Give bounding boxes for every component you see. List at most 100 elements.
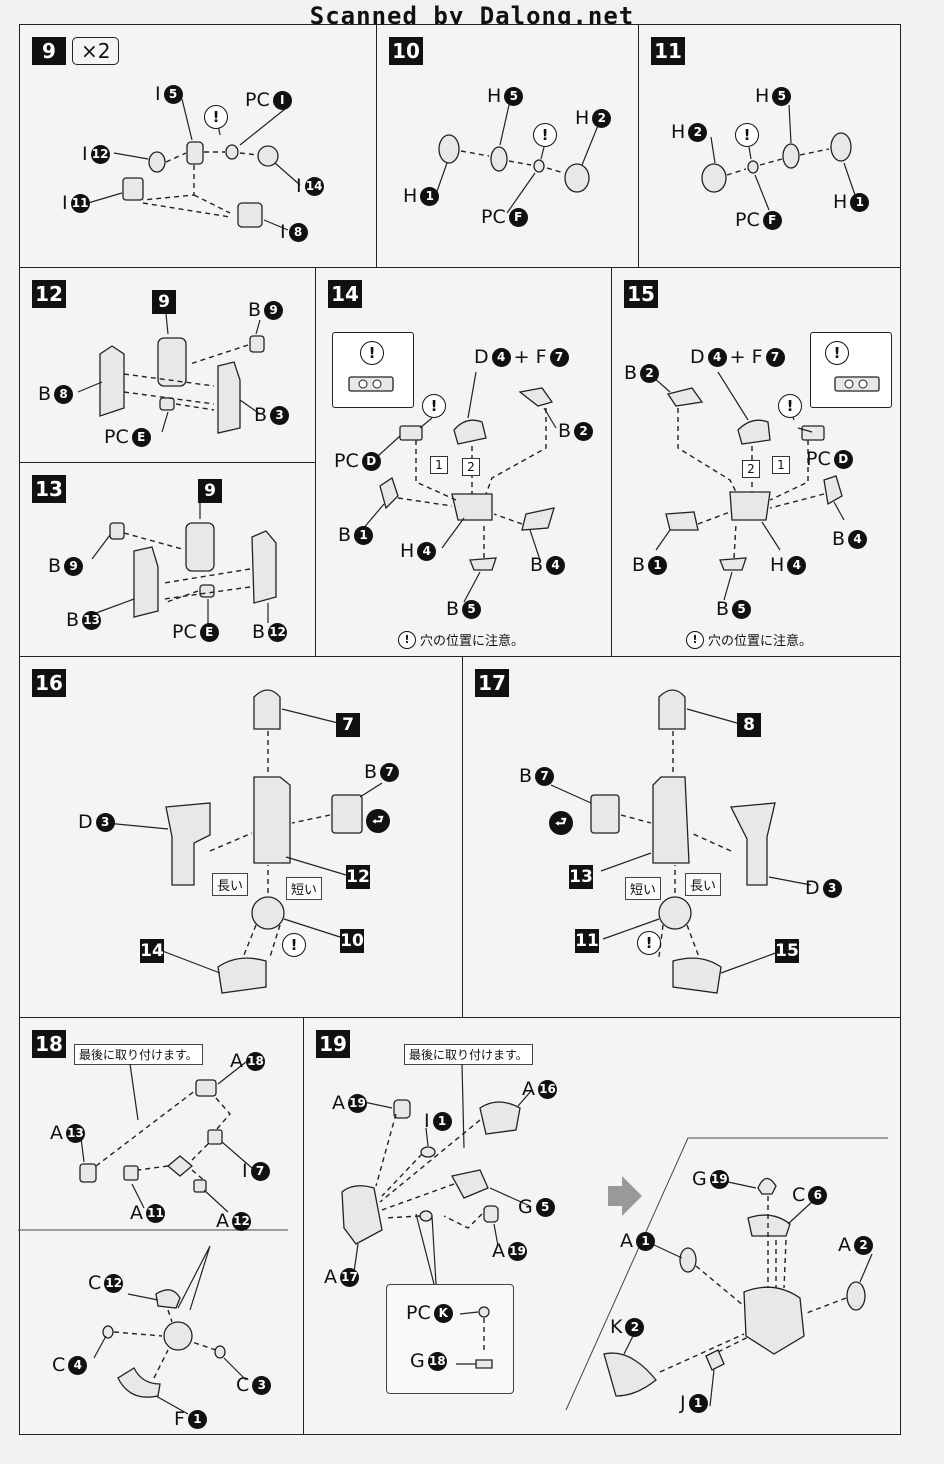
part-d4-f7 — [737, 419, 771, 445]
attach-last-note: 最後に取り付けます。 — [74, 1044, 203, 1065]
ref-square-7: 7 — [336, 713, 360, 737]
part-a12 — [193, 1179, 207, 1193]
part-center-joint — [166, 1155, 194, 1177]
part-9-assembly — [157, 337, 187, 387]
warning-icon: ! — [778, 394, 802, 418]
part-14-foot — [217, 957, 267, 994]
ref-square-8: 8 — [737, 713, 761, 737]
step-14-diagram — [361, 371, 557, 603]
long-tag: 長い — [212, 873, 249, 896]
part-b5 — [719, 557, 747, 571]
step-number: 18 — [32, 1030, 66, 1058]
warning-icon: ! — [735, 123, 759, 147]
step-number: 9 — [32, 37, 66, 65]
part-c6 — [747, 1214, 791, 1237]
part-9-assembly — [185, 522, 215, 572]
order-marker-1: 1 — [772, 456, 790, 474]
part-i7 — [207, 1129, 223, 1145]
part-g18 — [475, 1359, 493, 1369]
part-b2 — [518, 387, 554, 407]
ref-square-9: 9 — [198, 479, 222, 503]
part-b7 — [590, 794, 620, 834]
step-18-diagram — [18, 1061, 288, 1415]
part-pc-e — [199, 584, 215, 598]
step-16-diagram — [105, 689, 383, 994]
part-b2 — [666, 387, 704, 407]
part-b12 — [251, 530, 277, 604]
step-11-diagram — [701, 104, 856, 211]
part-a19 — [393, 1099, 411, 1119]
step-number: 13 — [32, 475, 66, 503]
step-19-diagram — [341, 1063, 888, 1411]
warning-icon: ! — [422, 394, 446, 418]
ref-square-14: 14 — [140, 939, 164, 963]
part-h2 — [564, 163, 590, 193]
part-h1 — [830, 132, 852, 162]
part-i5 — [186, 141, 204, 165]
part-i8 — [237, 202, 263, 228]
part-c3 — [214, 1345, 226, 1359]
attach-last-note: 最後に取り付けます。 — [404, 1044, 533, 1065]
short-tag: 短い — [286, 877, 323, 900]
part-c12 — [155, 1289, 181, 1309]
pc-k-inset — [386, 1284, 514, 1394]
step-number: 14 — [328, 280, 362, 308]
arrow-right-icon — [608, 1176, 642, 1216]
order-marker-1: 1 — [430, 456, 448, 474]
part-b7 — [331, 794, 363, 834]
part-a19b — [483, 1205, 499, 1223]
ref-square-11: 11 — [575, 929, 599, 953]
step-13-diagram — [91, 503, 277, 625]
part-b1 — [379, 476, 399, 510]
orientation-icon: ⮐ — [366, 809, 390, 833]
long-tag: 長い — [685, 873, 722, 896]
part-h5 — [490, 146, 508, 172]
warning-icon: ! — [825, 341, 849, 365]
ref-square-15: 15 — [775, 939, 799, 963]
step-number: 11 — [651, 37, 685, 65]
part-i1 — [420, 1146, 436, 1158]
part-b1 — [665, 511, 699, 531]
step-17-diagram — [550, 689, 812, 994]
part-pc-k — [478, 1306, 490, 1318]
part-a16 — [479, 1101, 521, 1135]
part-7-cap — [253, 689, 281, 730]
part-13-leg — [652, 776, 690, 864]
part-15-foot — [672, 957, 722, 994]
step-number: 12 — [32, 280, 66, 308]
part-i11 — [122, 177, 144, 201]
callout-diagram — [834, 376, 880, 392]
warning-icon: ! — [360, 341, 384, 365]
part-a18 — [195, 1079, 217, 1097]
part-g19 — [757, 1177, 777, 1195]
